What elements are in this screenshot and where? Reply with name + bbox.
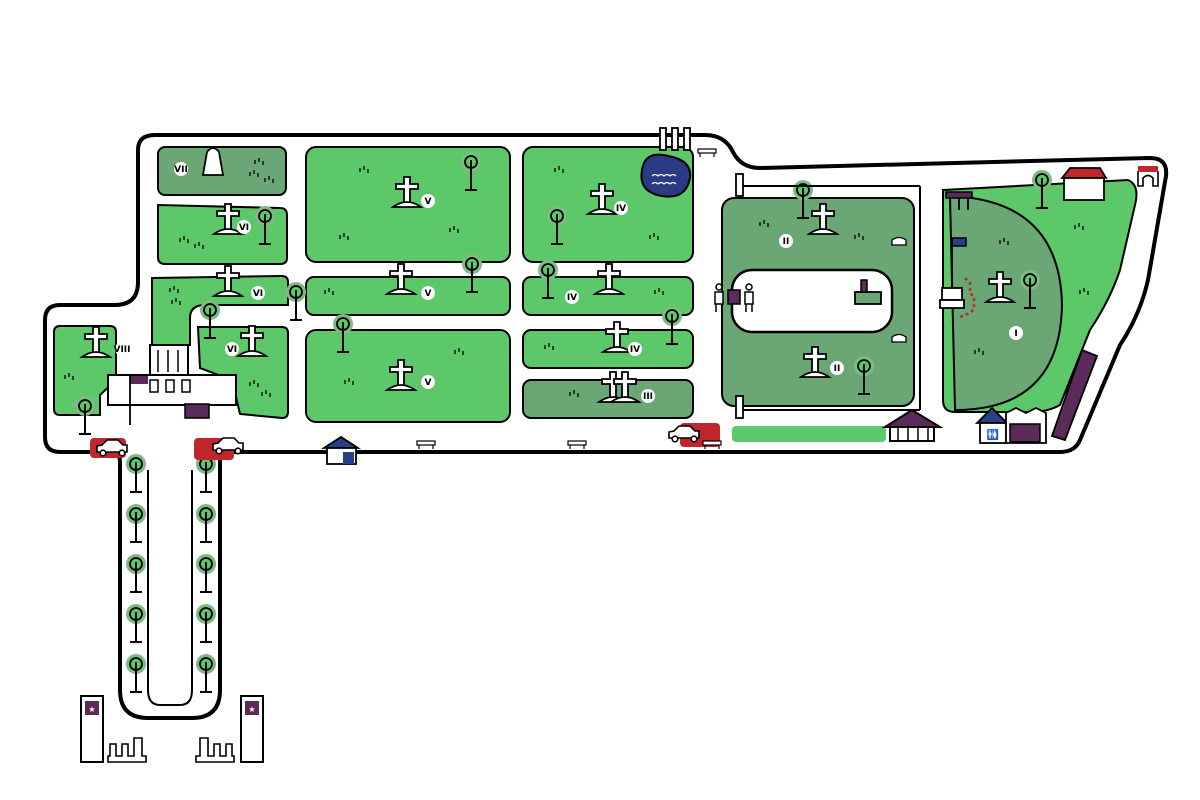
plot-label: V xyxy=(425,289,432,299)
monument-icon xyxy=(854,291,882,305)
people-icon xyxy=(714,283,754,312)
plot-label: IV xyxy=(630,345,640,355)
memorial-monument xyxy=(939,191,976,319)
plot-iv-2[interactable]: IV xyxy=(522,259,694,316)
toilet-icon[interactable]: 🚻 xyxy=(974,406,1047,444)
plot-v-3[interactable]: V xyxy=(305,313,511,423)
plot-viii[interactable]: VIII xyxy=(53,325,131,435)
gate-icon xyxy=(659,127,691,151)
plot-label: IV xyxy=(616,204,626,214)
shelter-icon xyxy=(320,435,362,465)
plot-label: V xyxy=(425,378,432,388)
bench-icon xyxy=(891,333,907,343)
plot-label: III xyxy=(643,392,653,402)
svg-text:🚻: 🚻 xyxy=(987,428,999,441)
plot-label: II xyxy=(783,237,790,247)
plot-label: VI xyxy=(227,345,237,355)
memorial-wall xyxy=(1050,348,1099,442)
plot-i[interactable]: I xyxy=(942,169,1138,413)
plot-vi-3[interactable]: VI xyxy=(196,325,289,420)
plot-vii[interactable]: VII xyxy=(157,146,287,196)
plot-iv-3[interactable]: IV xyxy=(522,305,694,369)
svg-text:★: ★ xyxy=(88,705,95,714)
plot-label: II xyxy=(834,364,841,374)
plot-label: VII xyxy=(174,165,188,175)
plot-label: V xyxy=(425,197,432,207)
plot-label: VI xyxy=(239,223,249,233)
plot-v-2[interactable]: V xyxy=(305,253,511,316)
plot-vi-1[interactable]: VI xyxy=(157,203,288,265)
plot-ii[interactable]: II II xyxy=(714,179,915,407)
plot-v-1[interactable]: V xyxy=(305,146,511,263)
plot-label: VIII xyxy=(113,345,130,355)
entrance-building[interactable] xyxy=(107,344,237,425)
office-building[interactable] xyxy=(1060,166,1159,201)
plot-iii[interactable]: III xyxy=(522,371,694,419)
plot-label: VI xyxy=(253,289,263,299)
gate-pillar-icon: ★ ★ xyxy=(80,695,264,763)
grass-strip xyxy=(732,426,886,442)
plot-label: IV xyxy=(567,293,577,303)
chapel-icon[interactable] xyxy=(881,408,944,442)
angel-statue-icon xyxy=(201,147,225,176)
bench-icon xyxy=(891,236,907,246)
svg-text:★: ★ xyxy=(248,705,255,714)
pond-icon xyxy=(640,153,692,198)
plot-label: I xyxy=(1014,329,1017,339)
